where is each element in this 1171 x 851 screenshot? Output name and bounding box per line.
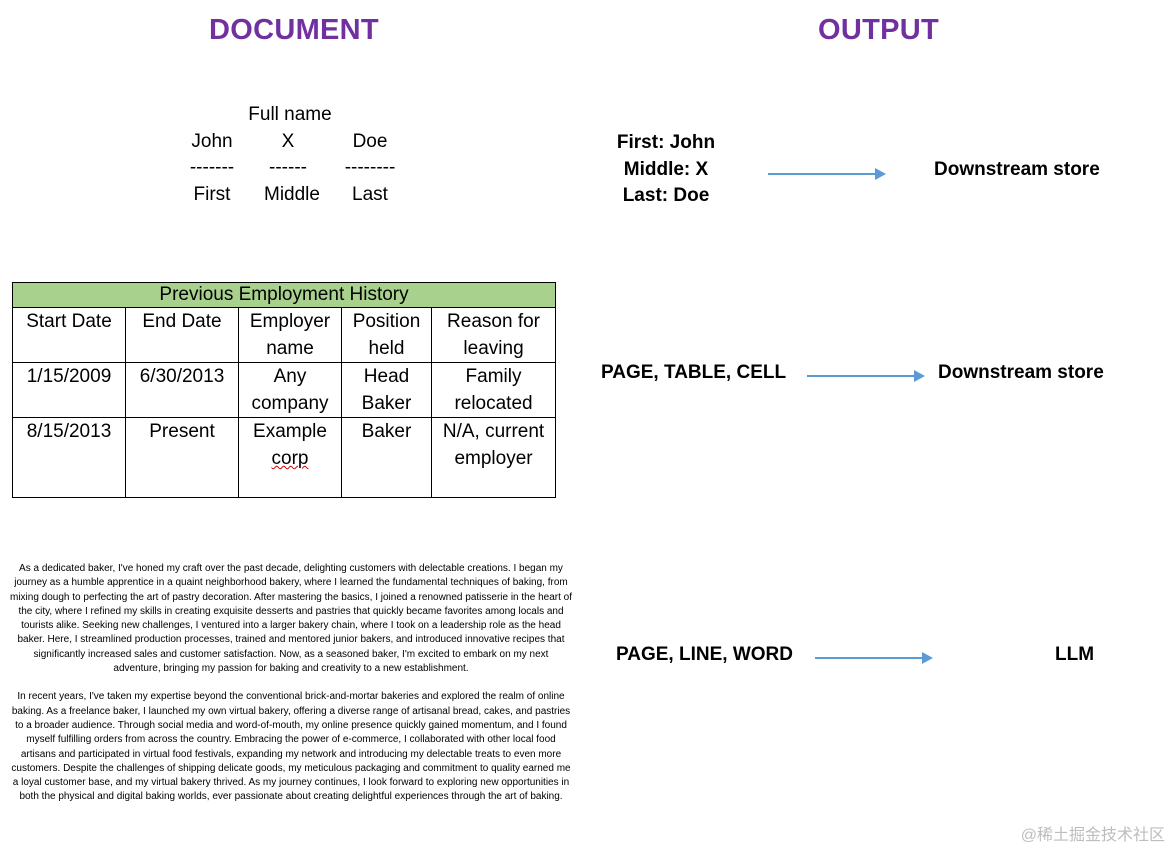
table-cell: Baker [341,417,432,498]
table-cell: 8/15/2013 [12,417,126,498]
table-cell: N/A, current employer [430,417,557,498]
table-row: 1/15/2009 6/30/2013 Any company Head Bak… [12,362,557,418]
table-title: Previous Employment History [11,282,557,308]
table-target-label: Downstream store [938,362,1104,383]
name-target-label: Downstream store [934,159,1100,180]
header-start-date: Start Date [12,307,126,363]
table-cell: Family relocated [430,362,557,418]
document-heading: DOCUMENT [209,14,379,46]
first-label: First [193,184,231,205]
last-name-value: Doe [352,131,388,152]
watermark: @稀土掘金技术社区 [1020,827,1165,844]
last-dash: -------- [344,157,396,178]
essay-paragraph: As a dedicated baker, I've honed my craf… [10,563,572,675]
middle-label: Middle [264,184,320,205]
essay-text-block: As a dedicated baker, I've honed my craf… [10,562,572,819]
table-cell: Any company [238,362,342,418]
output-middle: Middle: X [623,158,709,180]
table-cell: 6/30/2013 [125,362,239,418]
header-end-date: End Date [125,307,239,363]
essay-paragraph: In recent years, I've taken my expertise… [11,691,571,803]
header-position: Position held [341,307,432,363]
table-cell: Present [125,417,239,498]
table-header-row: Start Date End Date Employer name Positi… [12,307,557,363]
arrow-icon [768,168,886,180]
table-cell: 1/15/2009 [12,362,126,418]
spellcheck-word: corp [271,448,309,469]
middle-name-value: X [281,131,295,152]
table-cell: Example corp [238,417,342,498]
text-output-label: PAGE, LINE, WORD [616,644,793,665]
output-heading: OUTPUT [818,14,940,46]
name-output-fields: First: John Middle: X Last: Doe [580,130,752,210]
first-name-value: John [191,131,233,152]
arrow-icon [807,370,925,382]
full-name-label: Full name [248,104,332,125]
header-reason: Reason for leaving [430,307,557,363]
table-cell: Head Baker [341,362,432,418]
name-block: Full name John X Doe ------- ------ ----… [160,104,420,214]
arrow-icon [815,652,933,664]
table-row: 8/15/2013 Present Example corp Baker N/A… [12,417,557,498]
output-last: Last: Doe [622,185,710,206]
employer-cell-text: Example corp [253,421,327,469]
output-first: First: John [616,132,716,153]
first-dash: ------- [189,157,235,178]
text-target-label: LLM [1055,644,1095,665]
employment-table: Previous Employment History Start Date E… [11,282,557,498]
last-label: Last [352,184,388,205]
middle-dash: ------ [269,157,307,178]
table-output-label: PAGE, TABLE, CELL [601,362,787,383]
header-employer: Employer name [238,307,342,363]
